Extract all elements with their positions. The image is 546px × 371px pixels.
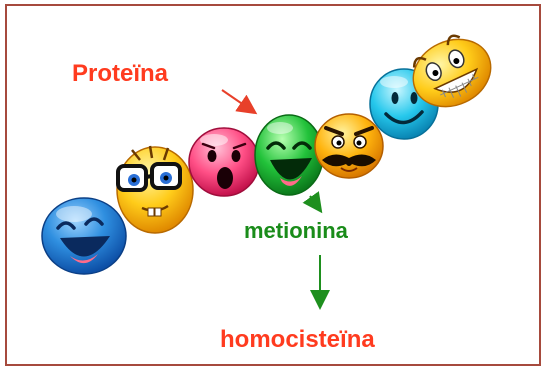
homocysteine-label: homocisteïna xyxy=(220,326,375,354)
laughing-green-face-icon xyxy=(255,115,323,195)
nerd-glasses-yellow-face-icon xyxy=(117,146,193,233)
methionine-arrow xyxy=(310,196,320,210)
protein-arrow xyxy=(222,90,254,112)
mustache-orange-face-icon xyxy=(315,114,383,178)
laughing-blue-face-icon xyxy=(42,198,126,274)
surprised-pink-face-icon xyxy=(189,128,259,196)
methionine-label: metionina xyxy=(244,218,348,244)
protein-label: Proteïna xyxy=(72,60,168,88)
